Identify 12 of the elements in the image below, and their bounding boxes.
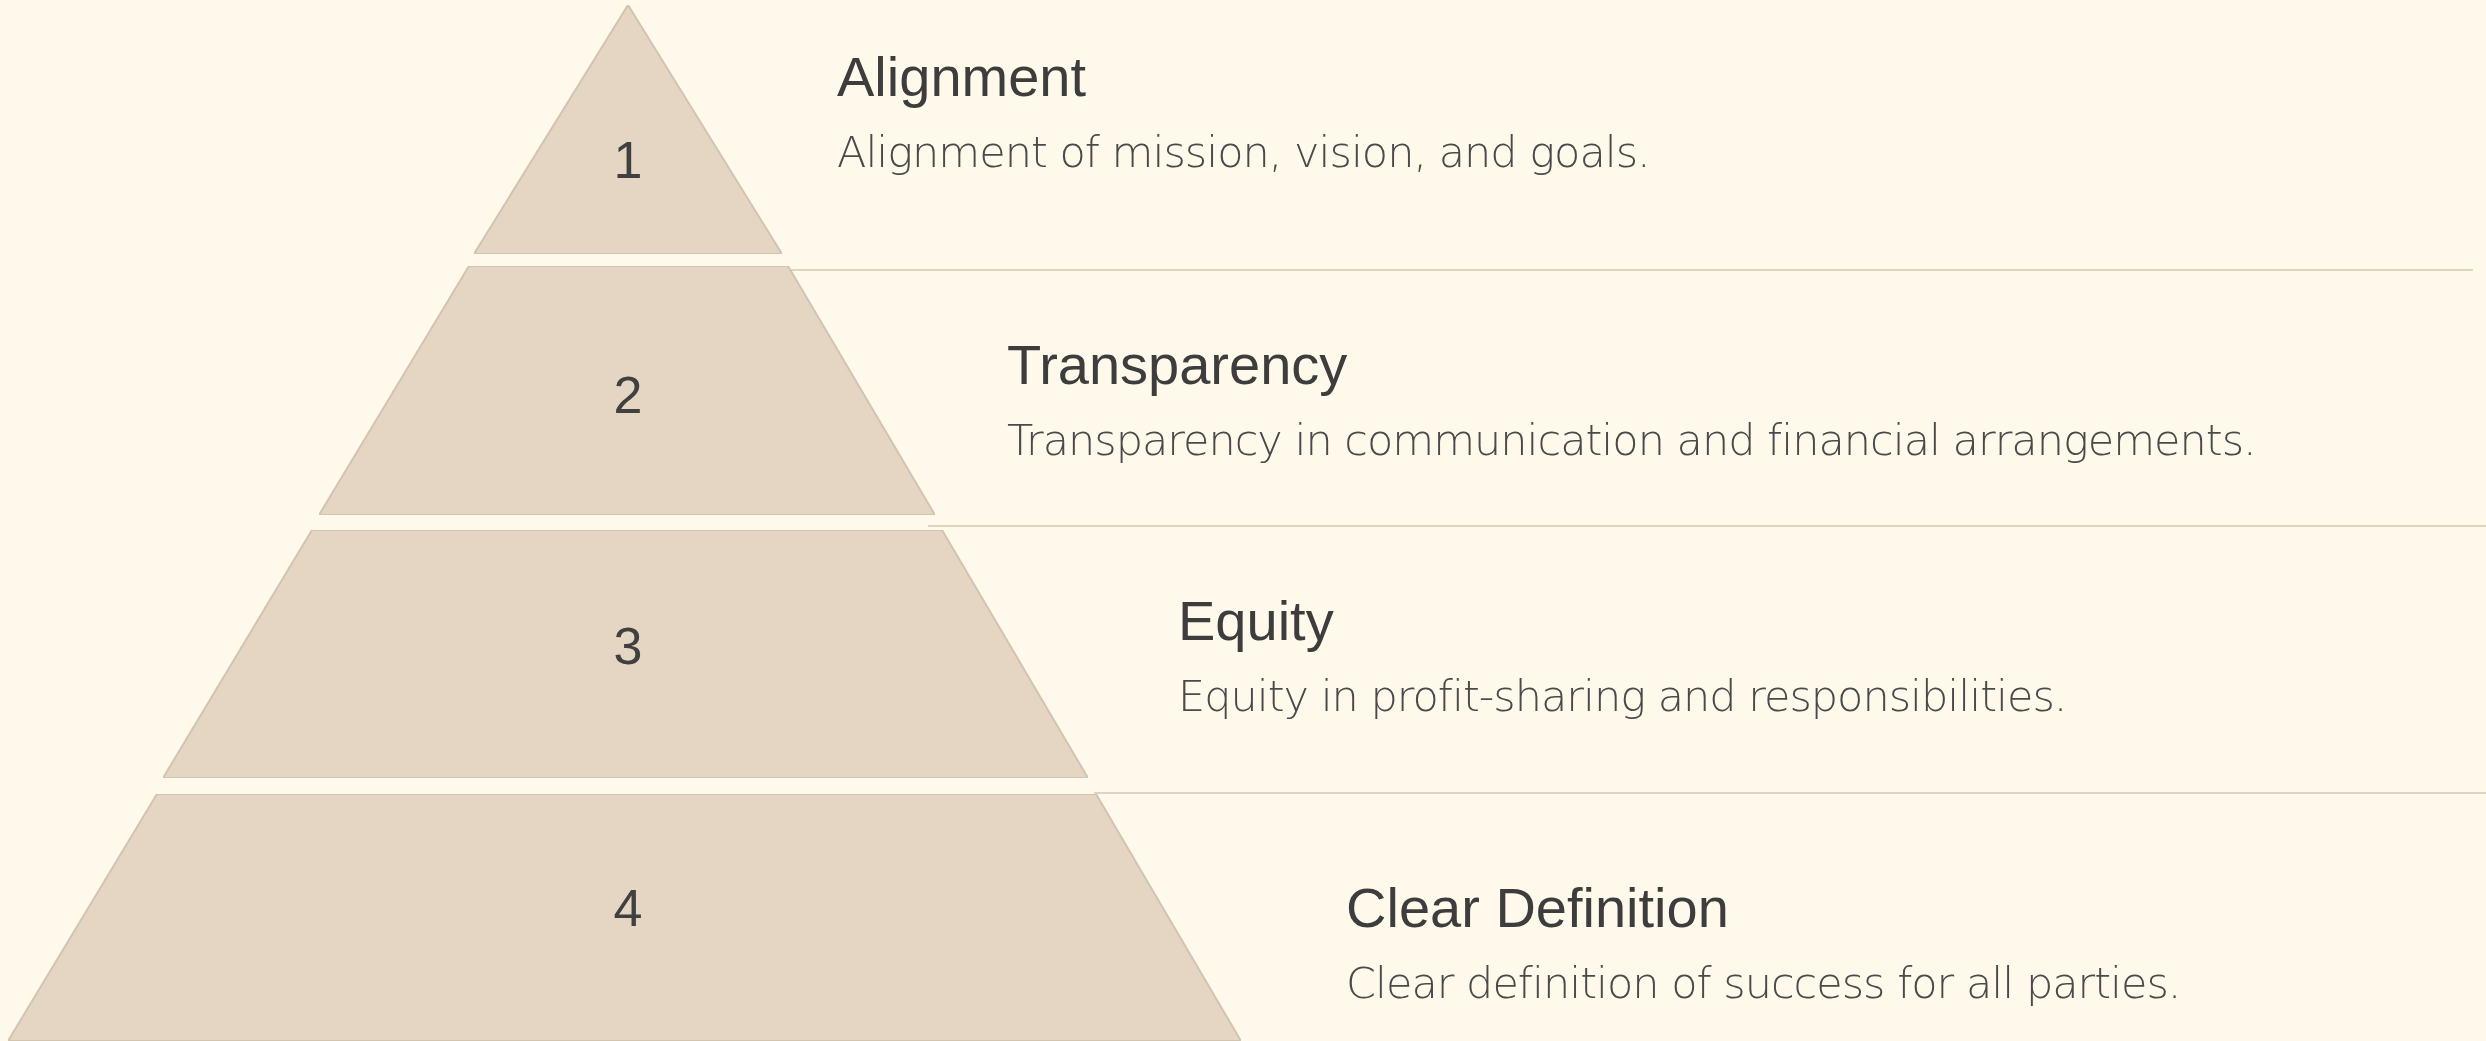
- layer-title: Transparency: [1007, 332, 1349, 398]
- layer-title: Alignment: [837, 44, 1088, 110]
- layer-title: Clear Definition: [1346, 875, 1730, 941]
- layer-number: 1: [613, 134, 643, 186]
- layer-description: Equity in profit-sharing and responsibilities.: [1178, 670, 2067, 723]
- layer-number: 3: [613, 620, 643, 672]
- layer-number: 4: [613, 882, 643, 934]
- layer-description: Transparency in communication and financial arrangements.: [1007, 414, 2256, 467]
- layer-number: 2: [613, 369, 643, 421]
- layer-description: Clear definition of success for all parties.: [1346, 957, 2181, 1010]
- layer-description: Alignment of mission, vision, and goals.: [837, 126, 1650, 179]
- layer-title: Equity: [1178, 588, 1335, 654]
